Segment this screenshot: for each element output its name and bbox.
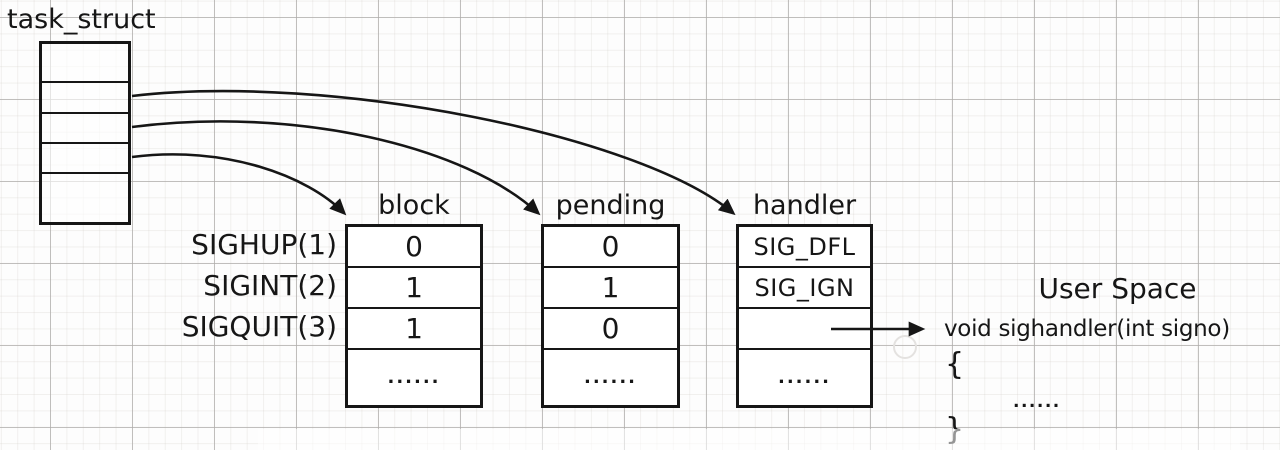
cell-value: ...... bbox=[777, 367, 832, 388]
task-struct-cell bbox=[42, 112, 128, 142]
cell-value: 1 bbox=[405, 312, 423, 345]
cell-value: 1 bbox=[601, 271, 620, 304]
sighandler-signature: void sighandler(int signo) bbox=[944, 316, 1230, 342]
table-cell: 1 bbox=[348, 307, 480, 348]
pending-table-header: pending bbox=[555, 189, 666, 221]
table-cell: 0 bbox=[348, 227, 480, 266]
signal-label-sigquit: SIGQUIT(3) bbox=[181, 310, 337, 343]
table-cell bbox=[739, 307, 870, 348]
cell-value: 0 bbox=[601, 312, 620, 345]
table-cell: ...... bbox=[544, 348, 677, 405]
handler-table-header: handler bbox=[752, 189, 857, 221]
cell-value: 1 bbox=[405, 271, 423, 304]
table-cell: ...... bbox=[348, 348, 480, 405]
cell-value: SIG_IGN bbox=[754, 273, 855, 302]
signal-name-column: SIGHUP(1) SIGINT(2) SIGQUIT(3) bbox=[95, 224, 337, 347]
cell-value: SIG_DFL bbox=[753, 232, 856, 261]
cell-value: ...... bbox=[583, 367, 638, 388]
cell-value: 0 bbox=[601, 230, 620, 263]
table-cell: 0 bbox=[544, 307, 677, 348]
user-space-label: User Space bbox=[1038, 272, 1197, 305]
table-cell: SIG_IGN bbox=[739, 266, 870, 307]
pointer-arrow-to-block bbox=[131, 153, 347, 216]
ghost-circle bbox=[893, 335, 917, 359]
table-cell: SIG_DFL bbox=[739, 227, 870, 266]
task-struct-cell bbox=[42, 172, 128, 222]
open-brace: { bbox=[945, 347, 965, 382]
cell-value: 0 bbox=[405, 230, 423, 263]
watermark-band bbox=[258, 429, 1240, 450]
table-cell: 1 bbox=[348, 266, 480, 307]
function-body-dots: ...... bbox=[1013, 392, 1061, 412]
task-struct-cell bbox=[42, 81, 128, 112]
task-struct-cell bbox=[42, 142, 128, 172]
signal-label-sighup: SIGHUP(1) bbox=[191, 228, 337, 261]
task-struct-box bbox=[39, 41, 131, 225]
block-table: 0 1 1 ...... bbox=[345, 224, 483, 408]
task-struct-label: task_struct bbox=[7, 4, 156, 35]
table-cell: ...... bbox=[739, 348, 870, 405]
table-cell: 0 bbox=[544, 227, 677, 266]
task-struct-cell bbox=[42, 44, 128, 81]
table-cell: 1 bbox=[544, 266, 677, 307]
signal-label-sigint: SIGINT(2) bbox=[203, 269, 337, 302]
pending-table: 0 1 0 ...... bbox=[541, 224, 680, 408]
block-table-header: block bbox=[378, 189, 450, 221]
close-brace: } bbox=[945, 412, 965, 447]
handler-table: SIG_DFL SIG_IGN ...... bbox=[736, 224, 873, 408]
cell-value: ...... bbox=[387, 367, 441, 388]
